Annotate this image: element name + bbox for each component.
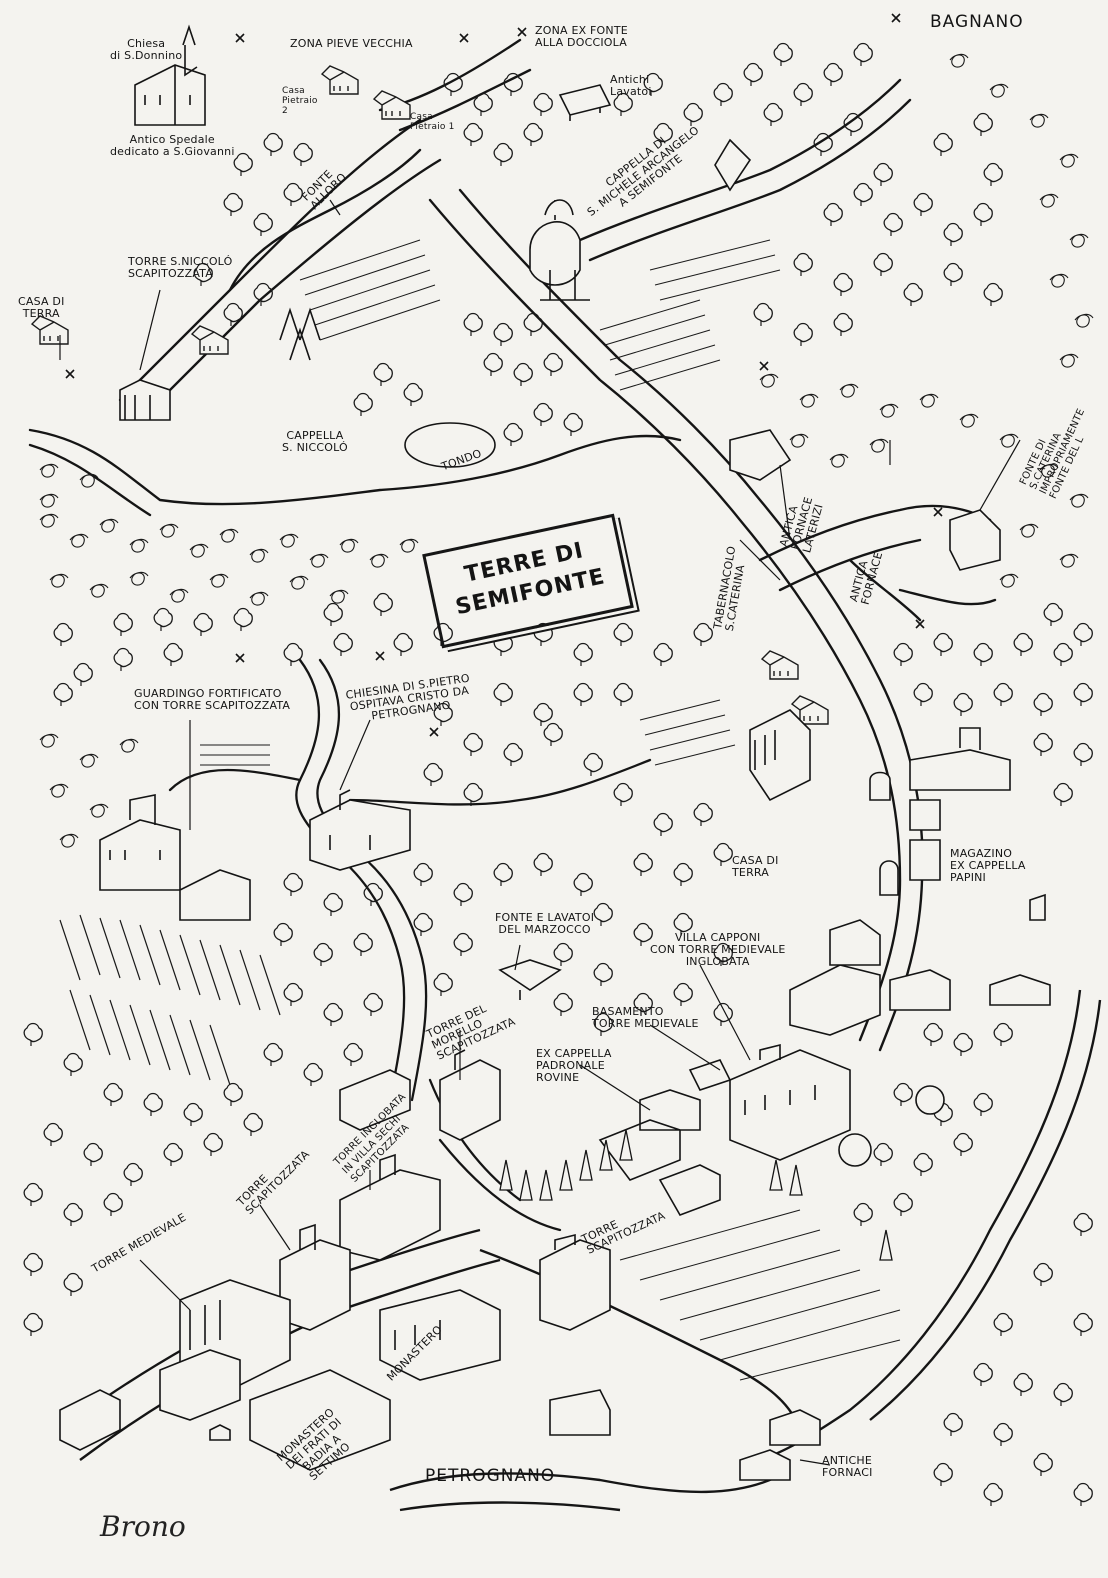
label-casa-pietraio-2: Casa Pietraio 2 bbox=[282, 86, 318, 116]
artist-signature: Brono bbox=[100, 1510, 186, 1543]
label-bagnano: BAGNANO bbox=[930, 12, 1024, 32]
label-casa-pietraio-1: Casa Pietraio 1 bbox=[410, 112, 455, 132]
label-casa-di-terra-e: CASA DI TERRA bbox=[732, 854, 779, 879]
label-antiche-fornaci: ANTICHE FORNACI bbox=[822, 1454, 873, 1479]
label-chiesa-donnino: Chiesa di S.Donnino bbox=[110, 37, 183, 62]
label-zona-pieve-vecchia: ZONA PIEVE VECCHIA bbox=[290, 37, 413, 50]
label-fonte-marzocco: FONTE E LAVATOI DEL MARZOCCO bbox=[495, 911, 595, 936]
label-antichi-lavatoi: Antichi Lavatoi bbox=[610, 73, 652, 98]
label-magazzino: MAGAZINO EX CAPPELLA PAPINI bbox=[950, 847, 1026, 884]
label-casa-di-terra-nw: CASA DI TERRA bbox=[18, 295, 65, 320]
label-zona-ex-fonte: ZONA EX FONTE ALLA DOCCIOLA bbox=[535, 24, 628, 49]
label-petrognano: PETROGNANO bbox=[425, 1466, 556, 1486]
label-villa-capponi: VILLA CAPPONI CON TORRE MEDIEVALE INGLOB… bbox=[650, 931, 786, 968]
label-cappella-san-niccolo: CAPPELLA S. NICCOLÓ bbox=[282, 429, 348, 454]
label-torre-san-niccolo: TORRE S.NICCOLÓ SCAPITOZZATA bbox=[128, 255, 233, 280]
label-basamento-torre: BASAMENTO TORRE MEDIEVALE bbox=[592, 1005, 699, 1030]
label-ex-cappella: EX CAPPELLA PADRONALE ROVINE bbox=[536, 1047, 612, 1084]
label-antico-spedale: Antico Spedale dedicato a S.Giovanni bbox=[110, 133, 235, 158]
label-guardingo: GUARDINGO FORTIFICATO CON TORRE SCAPITOZ… bbox=[134, 687, 291, 712]
